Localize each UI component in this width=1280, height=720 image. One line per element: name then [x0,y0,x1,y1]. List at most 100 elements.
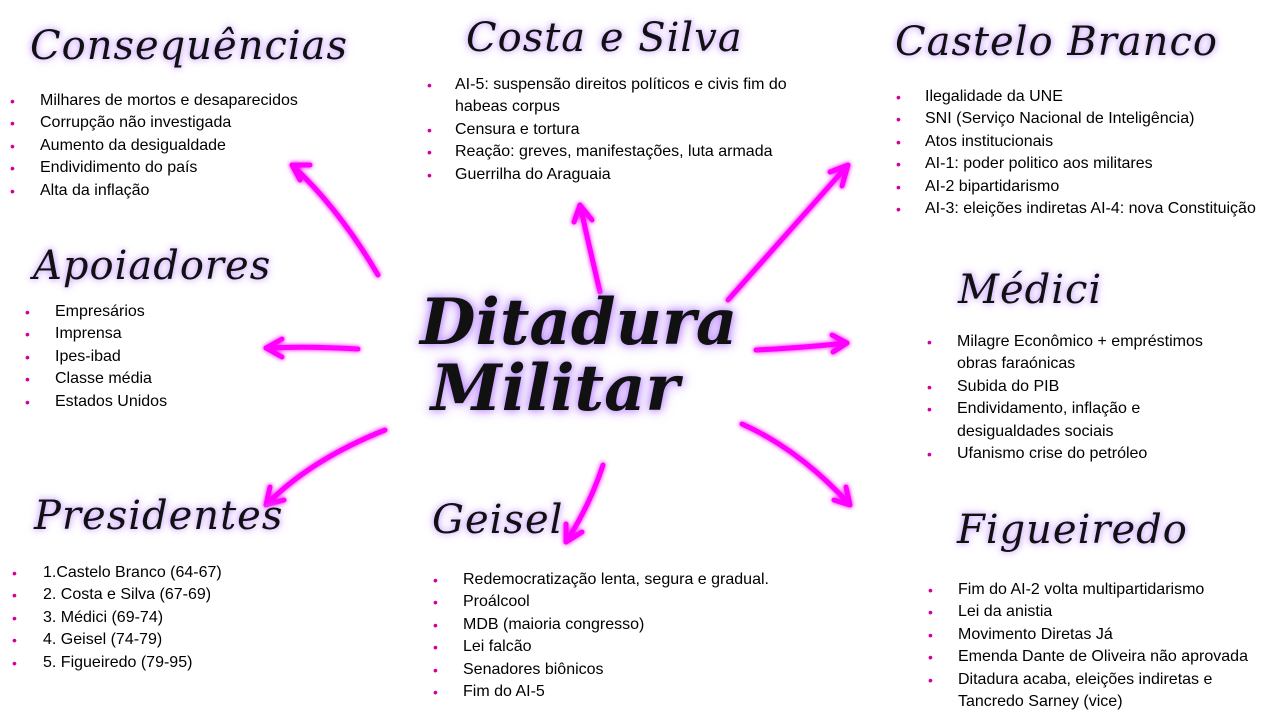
bullet-icon: • [427,144,432,161]
heading-presidentes: Presidentes [34,493,284,539]
bullet-icon: • [928,582,933,598]
list-item: • Movimento Diretas Já [928,624,1248,646]
list-item: •AI-5: suspensão direitos políticos e ci… [427,74,787,96]
bullet-icon: • [927,401,932,418]
list-item-text: Proálcool [463,593,530,611]
list-item-text: Emenda Dante de Oliveira não aprovada [958,648,1248,666]
list-item: •Reação: greves, manifestações, luta arm… [427,141,787,163]
bullet-icon: • [12,565,17,581]
list-geisel: •Redemocratização lenta, segura e gradua… [433,569,769,703]
arrowhead-icon [263,336,285,360]
heading-apoiadores: Apoiadores [33,243,272,289]
list-item: • AI-1: poder politico aos militares [896,153,1256,175]
list-item-text: Guerrilha do Araguaia [455,165,611,183]
list-item: •Milhares de mortos e desaparecidos [10,90,298,112]
list-item-text: Movimento Diretas Já [958,625,1113,643]
list-item-text: Alta da inflação [40,181,150,199]
list-item: •AI-2 bipartidarismo [896,176,1256,198]
list-item: • Emenda Dante de Oliveira não aprovada [928,646,1248,668]
list-item: •Redemocratização lenta, segura e gradua… [433,569,769,591]
list-item-text: Endividamento, inflação e [957,400,1141,418]
list-item: •Empresários [25,301,167,323]
heading-medici: Médici [958,267,1103,313]
bullet-icon: • [433,594,438,611]
list-figueiredo: •Fim do AI-2 volta multipartidarismo• Le… [928,579,1248,713]
bullet-icon: • [25,348,30,365]
list-item: •Alta da inflação [10,180,298,202]
list-item-text: SNI (Serviço Nacional de Inteligência) [925,110,1195,128]
central-topic-line-1: Ditadura [420,285,738,360]
list-item-text: 5. Figueiredo (79-95) [43,653,193,671]
bullet-icon: • [10,115,15,132]
list-item-text: desigualdades sociais [957,422,1114,440]
arrowhead-icon [831,484,853,508]
bullet-icon: • [896,156,901,173]
bullet-icon: • [433,572,438,588]
list-item: • AI-3: eleições indiretas AI-4: nova Con… [896,198,1256,220]
arrowhead-icon [563,521,585,545]
list-costa-e-silva: • AI-5: suspensão direitos políticos e ci… [427,74,787,186]
bullet-icon: • [12,654,17,671]
list-item: •Endividimento do país [10,157,298,179]
list-item: •2. Costa e Silva (67-69) [12,584,222,606]
arrow-to-apoiadores [263,336,361,360]
list-item: •Fim do AI-2 volta multipartidarismo [928,579,1248,601]
list-item-text: Classe média [55,370,152,388]
heading-geisel: Geisel [432,497,564,543]
heading-castelo-branco: Castelo Branco [895,19,1218,65]
arrowhead-icon [263,484,287,508]
list-item: • Lei da anistia [928,601,1248,623]
list-item-text: Ufanismo crise do petróleo [957,445,1148,463]
bullet-icon: • [12,609,17,626]
bullet-icon: • [896,133,901,150]
list-item-text: Ditadura acaba, eleições indiretas e [958,670,1213,688]
arrow-to-presidentes [263,427,388,508]
list-item-text: Lei falcão [463,638,532,656]
list-item-text: habeas corpus [455,98,560,116]
list-item: obras faraónicas [927,353,1203,375]
list-item-text: Empresários [55,303,145,320]
list-item: •Fim do AI-5 [433,681,769,703]
list-item-text: Tancredo Sarney (vice) [958,693,1123,711]
arrow-to-consequencias [289,162,381,278]
bullet-icon: • [928,649,933,666]
list-item-text: Fim do AI-5 [463,683,545,701]
list-item: Tancredo Sarney (vice) [928,691,1248,713]
list-item-text: 3. Médici (69-74) [43,608,164,626]
list-consequencias: •Milhares de mortos e desaparecidos•Corr… [10,90,298,202]
bullet-icon: • [928,626,933,643]
list-item-text: AI-5: suspensão direitos políticos e civ… [455,76,787,93]
list-item: habeas corpus [427,96,787,118]
list-item: •Ipes-ibad [25,346,167,368]
list-item-text: Subida do PIB [957,377,1060,395]
bullet-icon: • [433,639,438,656]
list-item: • Proálcool [433,591,769,613]
list-item: •Censura e tortura [427,119,787,141]
list-item: •4. Geisel (74-79) [12,629,222,651]
bullet-icon: • [896,89,901,105]
list-item-text: Ilegalidade da UNE [925,88,1063,105]
bullet-icon: • [928,671,933,688]
list-item-text: Senadores biônicos [463,660,604,678]
list-item-text: AI-1: poder politico aos militares [925,155,1153,173]
list-item: •Imprensa [25,323,167,345]
list-item: •Estados Unidos [25,391,167,413]
list-item: •Classe média [25,368,167,390]
heading-costa-e-silva: Costa e Silva [466,15,743,61]
list-item: •Milagre Econômico + empréstimos [927,331,1203,353]
arrowhead-icon [289,162,313,183]
list-item-text: AI-3: eleições indiretas AI-4: nova Cons… [925,200,1256,218]
list-item-text: Milhares de mortos e desaparecidos [40,92,298,109]
list-item: •Ufanismo crise do petróleo [927,443,1203,465]
list-item: • 3. Médici (69-74) [12,607,222,629]
list-medici: •Milagre Econômico + empréstimos obras fa… [927,331,1203,465]
arrow-to-figueiredo [739,421,853,508]
list-item-text: Atos institucionais [925,132,1054,150]
list-item-text: obras faraónicas [957,355,1076,373]
list-item: •1.Castelo Branco (64-67) [12,562,222,584]
list-item: • 5. Figueiredo (79-95) [12,652,222,674]
list-item-text: Estados Unidos [55,392,168,410]
list-item: • Endividamento, inflação e [927,398,1203,420]
bullet-icon: • [896,201,901,218]
